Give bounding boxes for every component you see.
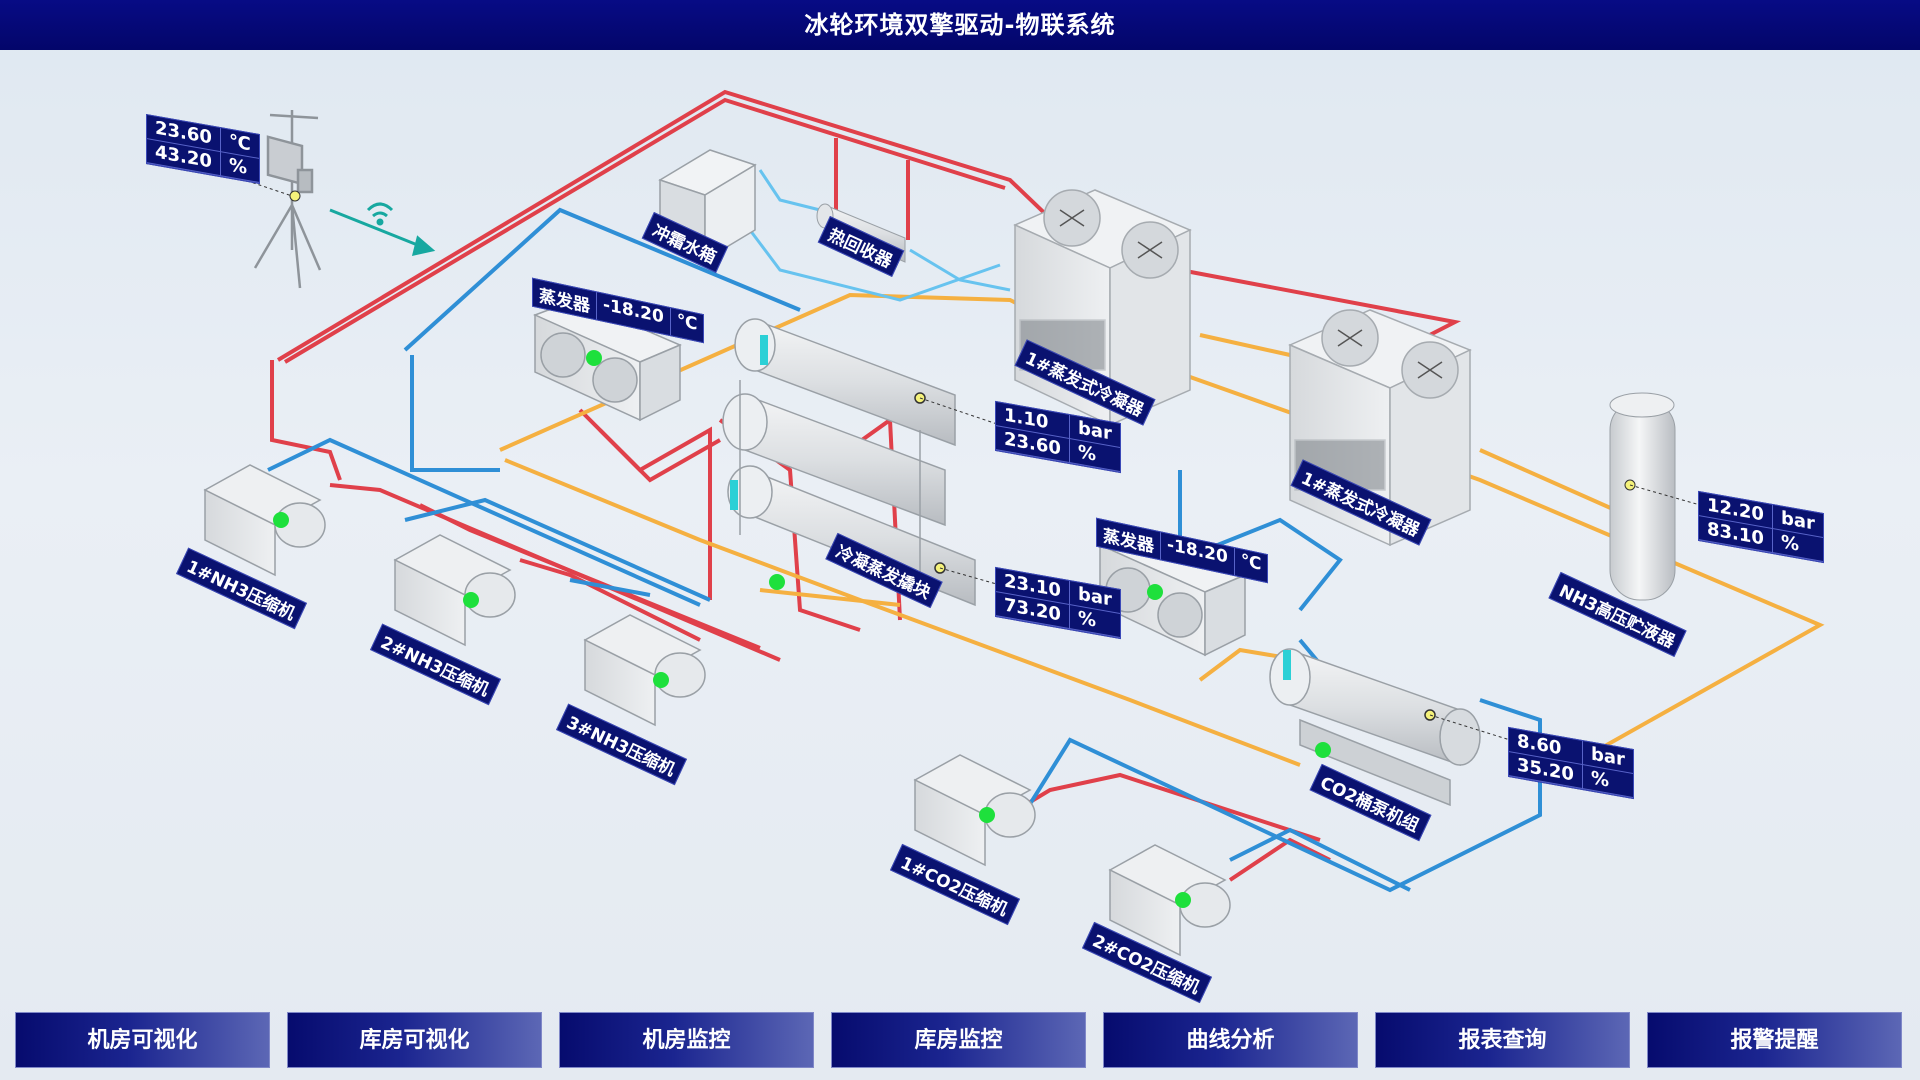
co2-compressor-2: [1108, 844, 1231, 957]
evaporator-unit-1: [533, 299, 682, 422]
process-diagram: [203, 89, 1825, 957]
nh3-compressor-2: [393, 534, 516, 647]
evaporator-unit: ℃: [676, 310, 698, 335]
nh3-compressor-1: [203, 464, 326, 577]
nav-room-monitoring[interactable]: 机房监控: [559, 1012, 814, 1068]
nav-warehouse-visualization[interactable]: 库房可视化: [287, 1012, 542, 1068]
co2-pump-unit: [1269, 648, 1481, 807]
page-title: 冰轮环境双擎驱动-物联系统: [0, 0, 1920, 50]
nav-curve-analysis[interactable]: 曲线分析: [1103, 1012, 1358, 1068]
co2-compressor-1: [913, 754, 1036, 867]
nh3-compressor-3: [583, 614, 706, 727]
evaporator-unit: ℃: [1240, 550, 1262, 575]
water-pipes: [733, 169, 1011, 302]
nav-warehouse-monitoring[interactable]: 库房监控: [831, 1012, 1086, 1068]
wifi-icon: [329, 202, 436, 256]
nav-report-query[interactable]: 报表查询: [1375, 1012, 1630, 1068]
nav-alarm-alerts[interactable]: 报警提醒: [1647, 1012, 1902, 1068]
nav-room-visualization[interactable]: 机房可视化: [15, 1012, 270, 1068]
leader-lines: [229, 174, 1701, 741]
bottom-nav: 机房可视化 库房可视化 机房监控 库房监控 曲线分析 报表查询 报警提醒: [0, 1012, 1920, 1072]
nh3-receiver-vessel: [1609, 392, 1676, 601]
status-lights: [273, 350, 1331, 908]
weather-station: [253, 110, 322, 289]
